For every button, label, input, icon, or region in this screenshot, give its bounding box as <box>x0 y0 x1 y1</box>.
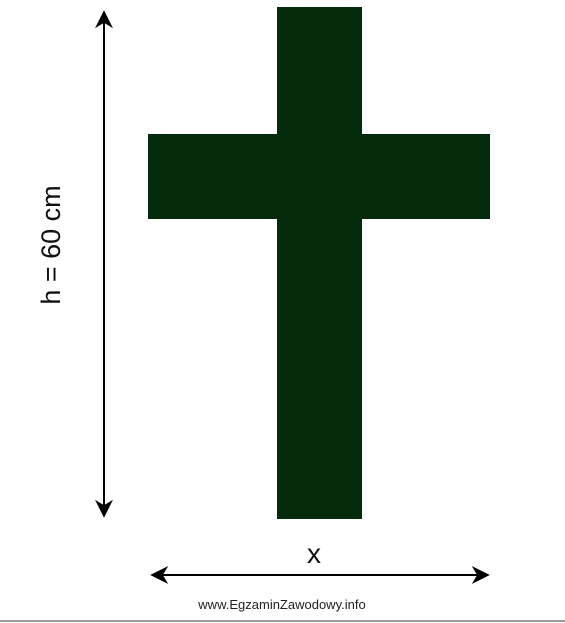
watermark: www.EgzaminZawodowy.info <box>197 597 365 612</box>
height-label: h = 60 cm <box>36 185 66 304</box>
cross-horizontal-beam <box>148 134 490 219</box>
width-label: x <box>307 538 321 569</box>
cross-vertical-beam <box>277 7 362 519</box>
cross-shape <box>148 7 490 519</box>
